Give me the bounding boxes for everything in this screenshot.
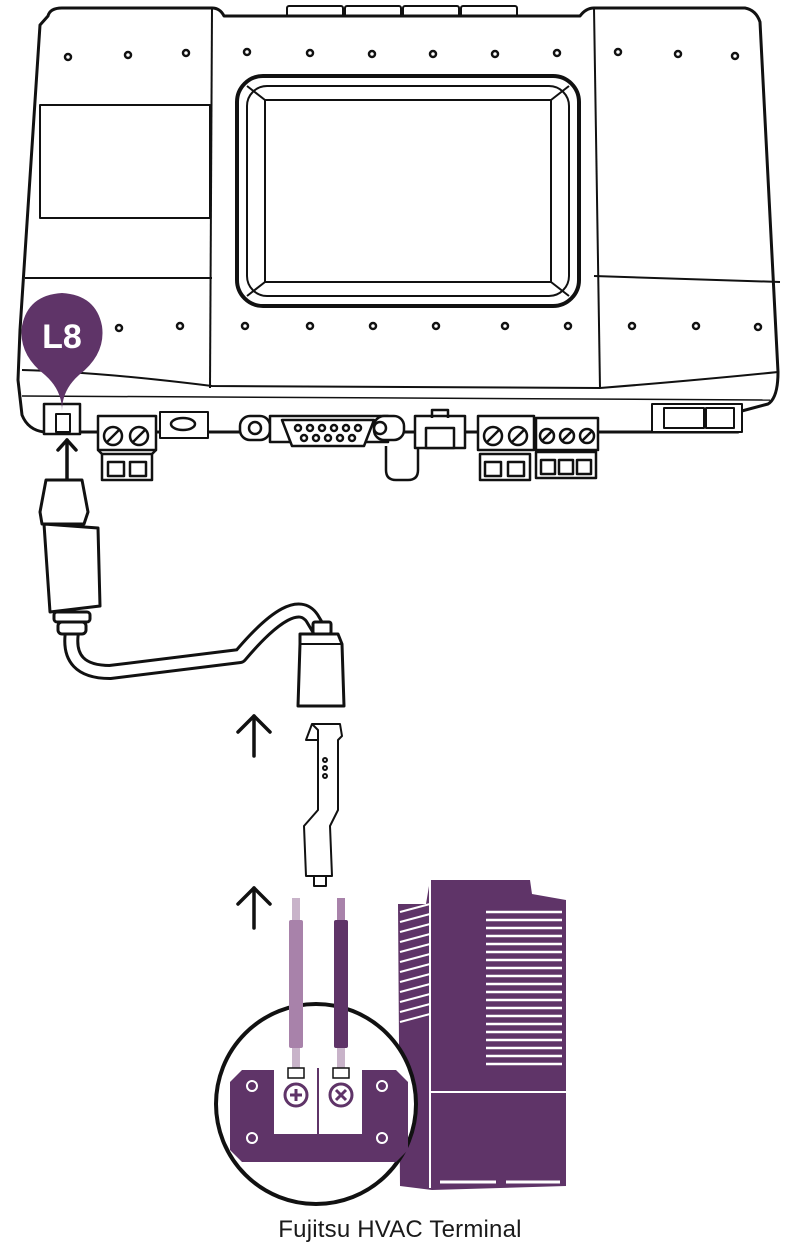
terminal-plate [230,1068,408,1162]
port-label: L8 [42,318,82,356]
hvac-unit [398,880,566,1190]
ethernet-port [652,404,742,432]
arrow-up-icon [58,440,76,479]
connection-arrows [58,440,270,928]
cross-terminal-icon [330,1084,352,1106]
power-jack [160,412,208,438]
adapter-cable [40,480,344,706]
terminal-detail-magnifier [216,898,416,1204]
terminal-block-2pin [98,416,156,480]
serial-connector [240,416,418,480]
terminal-block-2pin-right [478,416,534,480]
arrow-up-icon [238,716,270,756]
diagram-caption: Fujitsu HVAC Terminal [0,1216,800,1244]
display-screen [265,100,551,282]
controller-unit [18,6,780,432]
terminal-block-3pin [536,418,598,478]
arrow-up-icon [238,888,270,928]
clip-connector [415,410,465,448]
plus-terminal-icon [285,1084,307,1106]
bus-adapter [304,724,342,886]
